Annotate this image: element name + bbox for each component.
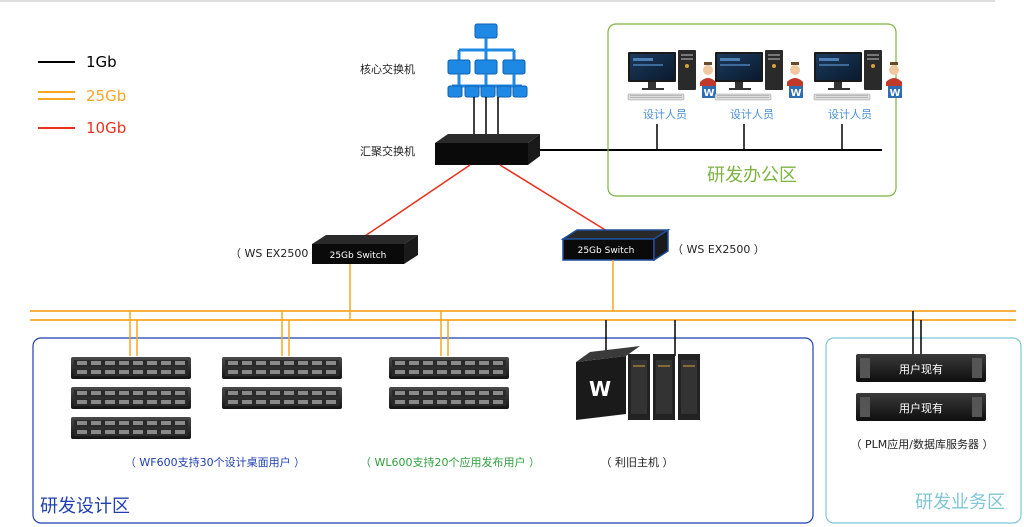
aggregation-switch: 汇聚交换机 (360, 134, 540, 165)
aggregation-switch-label: 汇聚交换机 (360, 144, 415, 158)
right-access-switch-model: （ WS EX2500 ） (672, 243, 765, 256)
design-zone-title: 研发设计区 (40, 496, 130, 517)
office-zone-border (607, 23, 897, 197)
network-hierarchy-icon (447, 23, 528, 98)
legend-1gb: 1Gb (38, 53, 117, 71)
workstation-icon (714, 49, 804, 101)
legend-10gb-label: 10Gb (86, 119, 126, 137)
link-10gb-right (499, 164, 616, 237)
right-access-switch: 25Gb Switch （ WS EX2500 ） (560, 228, 765, 262)
wf600-group-2-uplinks (281, 311, 290, 356)
office-zone: 研发办公区 设计人员 设计人员 设计人员 (607, 23, 903, 197)
business-server-label: 用户现有 (899, 362, 943, 376)
workstation-label: 设计人员 (730, 108, 774, 121)
wl600-caption: （ WL600支持20个应用发布用户 ） (360, 455, 540, 469)
core-switch: 核心交换机 (360, 23, 528, 98)
wf600-caption: （ WF600支持30个设计桌面用户 ） (125, 455, 305, 469)
wf600-group-2 (222, 357, 342, 409)
switch-icon (312, 235, 418, 264)
svg-text:W: W (589, 377, 611, 401)
wl600-group (389, 357, 509, 409)
workstation-tower-icon (678, 354, 700, 420)
left-access-switch: （ WS EX2500 ） 25Gb Switch (230, 235, 418, 264)
design-zone: 研发设计区 （ WF600支持30个设计桌面用户 ） (32, 311, 814, 524)
workstation-tower-icon (628, 354, 650, 420)
server-icon (71, 387, 191, 409)
core-uplinks (473, 97, 499, 136)
legend-25gb: 25Gb (38, 87, 126, 105)
legend: 1Gb 25Gb 10Gb (38, 53, 126, 137)
office-zone-title: 研发办公区 (707, 165, 797, 186)
business-server: 用户现有 (856, 354, 986, 382)
wf600-group-1-uplinks (129, 311, 138, 356)
office-workstation: 设计人员 (627, 49, 717, 150)
office-workstation: 设计人员 (813, 49, 903, 150)
server-icon (856, 393, 986, 421)
legend-25gb-label: 25Gb (86, 87, 126, 105)
server-icon (856, 354, 986, 382)
business-caption: （ PLM应用/数据库服务器 ） (851, 437, 994, 451)
server-icon (71, 417, 191, 439)
business-zone: 研发业务区 用户现有 用户现有 （ PLM应用/数据库服务器 ） (825, 311, 1022, 524)
workstation-icon (627, 49, 717, 101)
business-uplinks (912, 311, 922, 354)
server-icon (222, 387, 342, 409)
right-access-switch-name: 25Gb Switch (578, 246, 635, 256)
wl600-uplinks (440, 311, 449, 356)
business-zone-border (825, 337, 1022, 524)
server-icon (71, 357, 191, 379)
workstation-label: 设计人员 (643, 108, 687, 121)
link-10gb-left (364, 164, 471, 237)
workstation-tower-icon (653, 354, 675, 420)
business-server-label: 用户现有 (899, 401, 943, 415)
server-icon (389, 387, 509, 409)
business-server: 用户现有 (856, 393, 986, 421)
business-zone-title: 研发业务区 (915, 492, 1005, 513)
wf600-group-1 (71, 357, 191, 439)
server-icon (222, 357, 342, 379)
design-zone-border (32, 337, 814, 524)
left-access-switch-name: 25Gb Switch (330, 251, 387, 261)
office-workstation: 设计人员 (714, 49, 804, 150)
core-switch-label: 核心交换机 (360, 62, 415, 76)
legacy-caption: （ 利旧主机 ） (601, 455, 674, 469)
bus-25gb (30, 310, 1016, 321)
workstation-tower-icon: W (576, 346, 640, 420)
switch-icon (435, 134, 540, 165)
workstation-icon (813, 49, 903, 101)
legacy-uplinks (605, 320, 676, 356)
server-icon (389, 357, 509, 379)
legacy-hosts: W (576, 346, 700, 420)
legend-1gb-label: 1Gb (86, 53, 117, 71)
switch-icon (560, 228, 671, 262)
legend-10gb: 10Gb (38, 119, 126, 137)
left-access-switch-model: （ WS EX2500 ） (230, 247, 323, 260)
workstation-label: 设计人员 (828, 108, 872, 121)
